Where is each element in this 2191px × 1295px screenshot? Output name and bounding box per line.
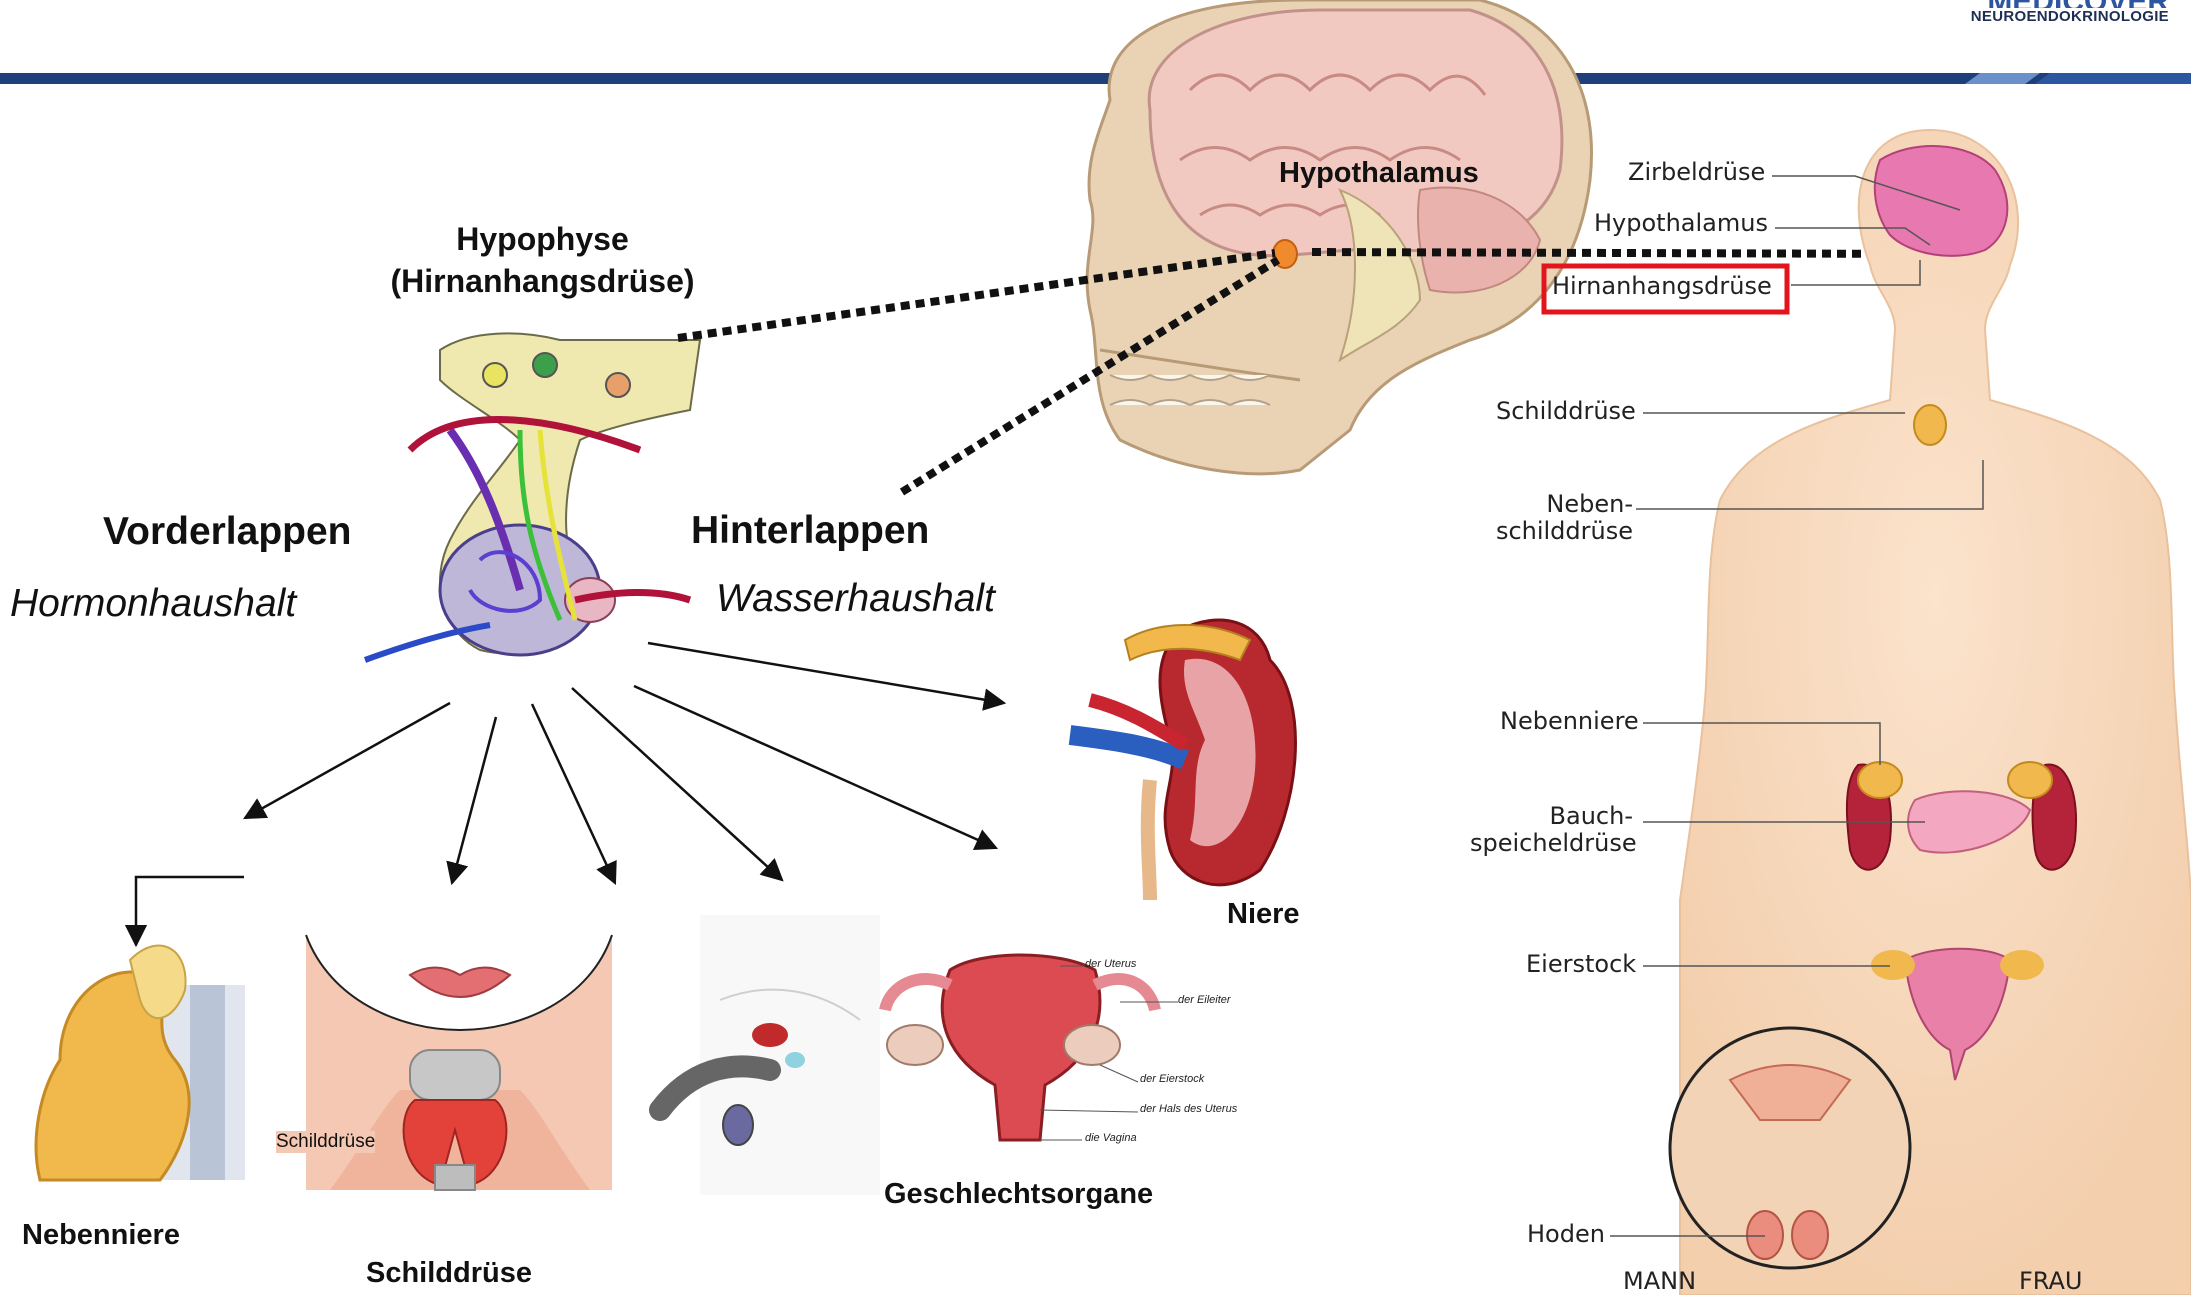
pituitary-illustration [365,333,700,660]
uterus-label-3: der Hals des Uterus [1140,1103,1237,1115]
nebenschilddruese-line1: Neben- [1490,491,1633,518]
uterus-illustration [885,955,1178,1140]
niere-label: Niere [1227,898,1300,931]
logo: MEDICOVER NEUROENDOKRINOLOGIE [1971,0,2169,25]
uterus-label-4: die Vagina [1085,1132,1137,1144]
body-hypothalamus-label: Hypothalamus [1594,209,1768,237]
logo-subtitle: NEUROENDOKRINOLOGIE [1971,8,2169,25]
geschlechtsorgane-label: Geschlechtsorgane [884,1178,1153,1211]
zirbeldruese-label: Zirbeldrüse [1628,158,1765,186]
hoden-label: Hoden [1527,1220,1605,1248]
hypophyse-line2: (Hirnanhangsdrüse) [365,260,720,302]
vorderlappen-label: Vorderlappen [103,510,352,554]
body-schilddruese-label: Schilddrüse [1496,397,1636,425]
testis-illustration [660,915,880,1195]
nebenschilddruese-line2: schilddrüse [1490,518,1633,545]
bauch-line1: Bauch- [1470,803,1633,830]
header-bar [0,73,2191,84]
vorderlappen-role: Hormonhaushalt [10,582,296,626]
hypophyse-label: Hypophyse (Hirnanhangsdrüse) [365,218,720,302]
hinterlappen-role: Wasserhaushalt [716,577,995,621]
uterus-label-2: der Eierstock [1140,1073,1204,1085]
hypophyse-line1: Hypophyse [365,218,720,260]
hinterlappen-label: Hinterlappen [691,509,929,553]
bauch-line2: speicheldrüse [1470,830,1633,857]
uterus-label-1: der Eileiter [1178,994,1231,1006]
frau-label: FRAU [2019,1267,2083,1295]
arrows [136,643,1004,945]
adrenal-gland-illustration [36,946,245,1180]
bauchspeicheldruese-label: Bauch- speicheldrüse [1470,803,1633,857]
kidney-illustration [1070,620,1295,900]
nebenniere-label: Nebenniere [22,1219,180,1252]
body-figure-illustration [1544,130,2191,1295]
hypothalamus-label: Hypothalamus [1279,157,1479,190]
hirnanhangsdruese-label: Hirnanhangsdrüse [1552,272,1772,300]
uterus-label-0: der Uterus [1085,958,1136,970]
mann-label: MANN [1623,1267,1696,1295]
body-nebenniere-label: Nebenniere [1500,707,1639,735]
eierstock-label: Eierstock [1526,950,1636,978]
nebenschilddruese-label: Neben- schilddrüse [1490,491,1633,545]
schilddruese-label: Schilddrüse [366,1257,532,1290]
schilddruese-inset-label: Schilddrüse [276,1131,375,1153]
logo-text: MEDICOVER [1971,0,2169,8]
